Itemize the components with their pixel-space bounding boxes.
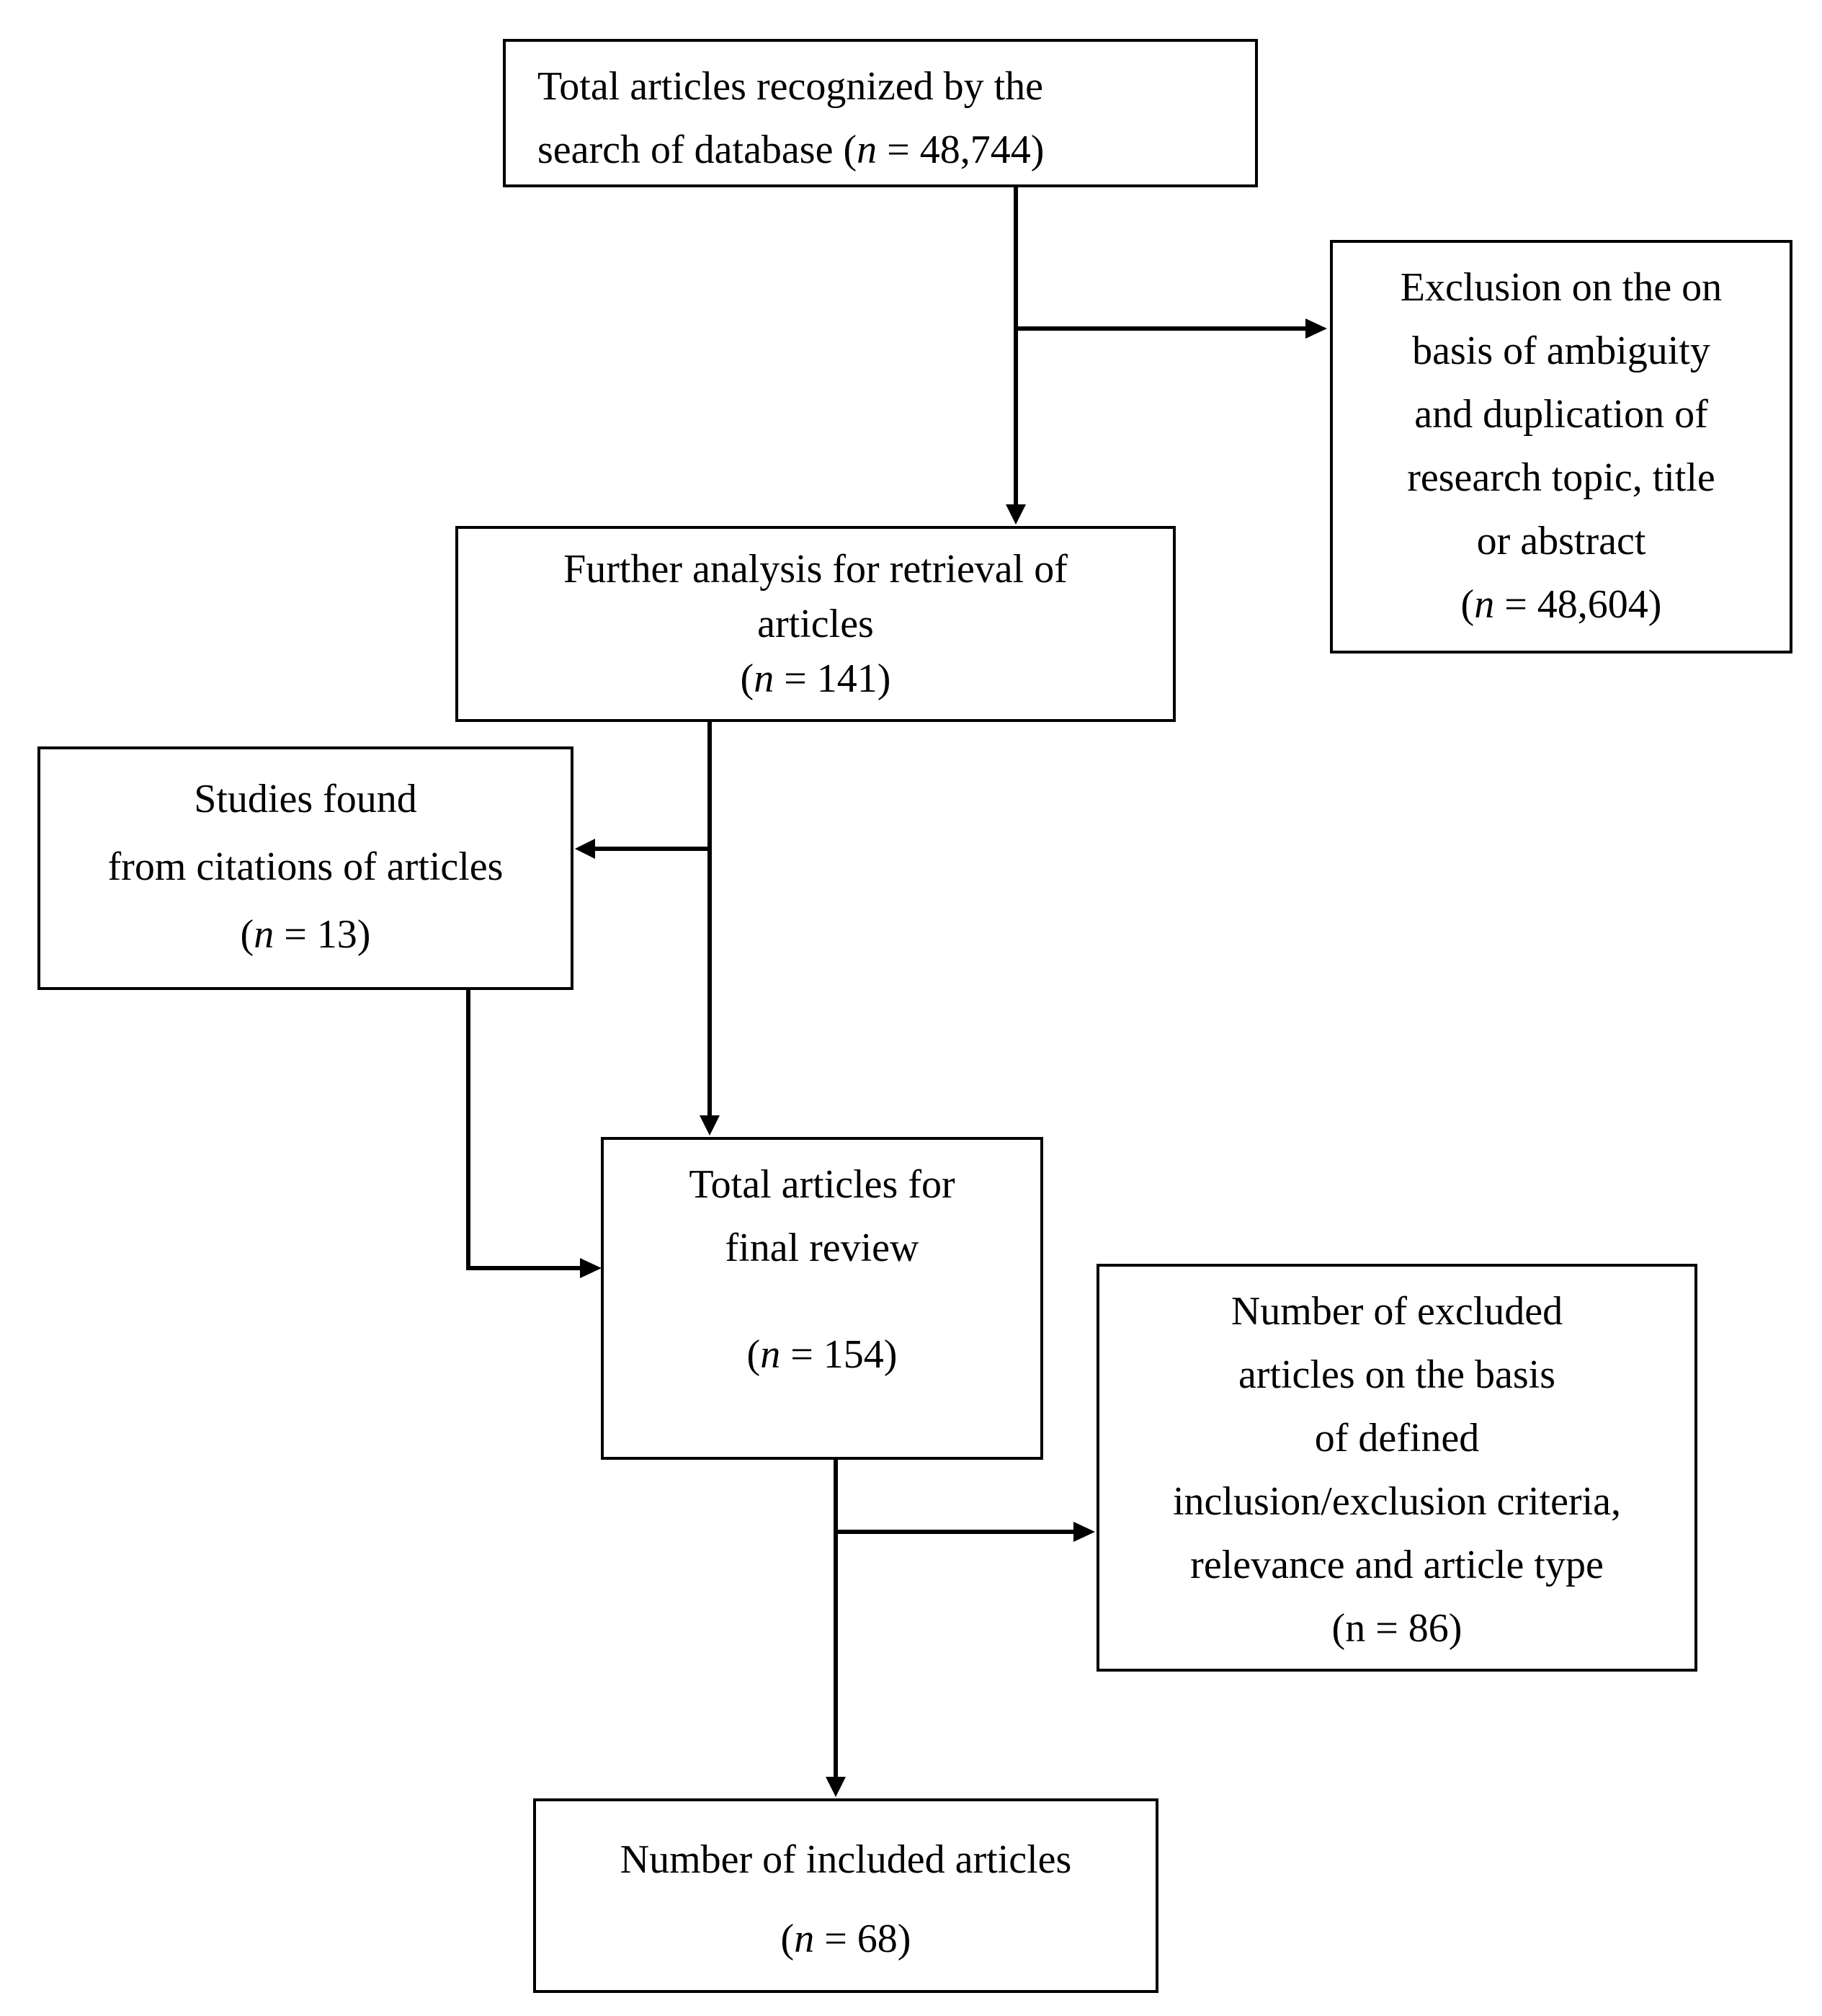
total-articles-count: search of database (n = 48,744): [537, 128, 1045, 172]
box-further-analysis: Further analysis for retrieval of articl…: [455, 526, 1176, 722]
studies-count: (n = 13): [240, 912, 371, 957]
studies-line-1: Studies found: [194, 777, 417, 821]
n-value: 154: [823, 1332, 884, 1377]
excluded-line-1: Number of excluded: [1231, 1289, 1563, 1334]
box-exclusion-ambiguity: Exclusion on the on basis of ambiguity a…: [1330, 240, 1792, 654]
box-excluded-criteria: Number of excluded articles on the basis…: [1097, 1264, 1697, 1672]
arrowhead-to-excluded: [1073, 1522, 1095, 1542]
n-symbol: n: [760, 1332, 781, 1377]
arrowhead-to-further: [1006, 504, 1026, 525]
further-line-2: articles: [757, 602, 874, 646]
arrowhead-to-final: [700, 1115, 720, 1136]
n-value: 48,604: [1537, 582, 1648, 627]
arrowhead-to-studies: [575, 839, 595, 859]
n-value: 68: [857, 1917, 898, 1961]
exclusion-line-3: and duplication of: [1414, 392, 1708, 437]
total-articles-line-2: search of database: [537, 128, 834, 172]
exclusion-line-5: or abstract: [1476, 519, 1646, 563]
n-symbol: n: [857, 128, 877, 172]
excluded-line-2: articles on the basis: [1238, 1352, 1556, 1397]
final-line-2: final review: [725, 1226, 919, 1270]
box-studies-citations: Studies found from citations of articles…: [37, 746, 573, 990]
arrowhead-studies-to-final: [580, 1258, 602, 1278]
box-included-articles: Number of included articles (n = 68): [533, 1798, 1158, 1993]
studies-line-2: from citations of articles: [107, 844, 504, 889]
n-symbol: n: [754, 656, 774, 701]
n-value: 86: [1408, 1606, 1449, 1651]
n-symbol: n: [254, 912, 274, 957]
n-symbol: n: [1474, 582, 1495, 627]
excluded-line-3: of defined: [1314, 1416, 1480, 1460]
included-line-1: Number of included articles: [620, 1837, 1072, 1882]
arrowhead-to-exclusion: [1305, 318, 1327, 339]
n-symbol: n: [794, 1917, 815, 1961]
n-value: 13: [316, 912, 357, 957]
further-line-1: Further analysis for retrieval of: [563, 547, 1068, 592]
final-line-1: Total articles for: [689, 1162, 955, 1207]
exclusion-line-4: research topic, title: [1407, 455, 1715, 500]
excluded-line-4: inclusion/exclusion criteria,: [1172, 1479, 1622, 1524]
box-total-articles: Total articles recognized by the search …: [503, 39, 1258, 187]
box-final-review: Total articles for final review (n = 154…: [601, 1137, 1043, 1460]
excluded-count: (n = 86): [1331, 1606, 1462, 1651]
included-count: (n = 68): [780, 1917, 911, 1961]
n-value: 141: [816, 656, 877, 701]
exclusion-line-1: Exclusion on the on: [1400, 265, 1723, 310]
final-count: (n = 154): [746, 1332, 898, 1377]
total-articles-line-1: Total articles recognized by the: [537, 64, 1043, 109]
spacer: [604, 1280, 1040, 1323]
further-count: (n = 141): [740, 656, 891, 701]
exclusion-count: (n = 48,604): [1460, 582, 1662, 627]
arrowhead-to-included: [826, 1777, 846, 1797]
n-value: 48,744: [919, 128, 1031, 172]
n-symbol: n: [1345, 1606, 1366, 1651]
exclusion-line-2: basis of ambiguity: [1412, 329, 1710, 373]
excluded-line-5: relevance and article type: [1190, 1543, 1604, 1587]
